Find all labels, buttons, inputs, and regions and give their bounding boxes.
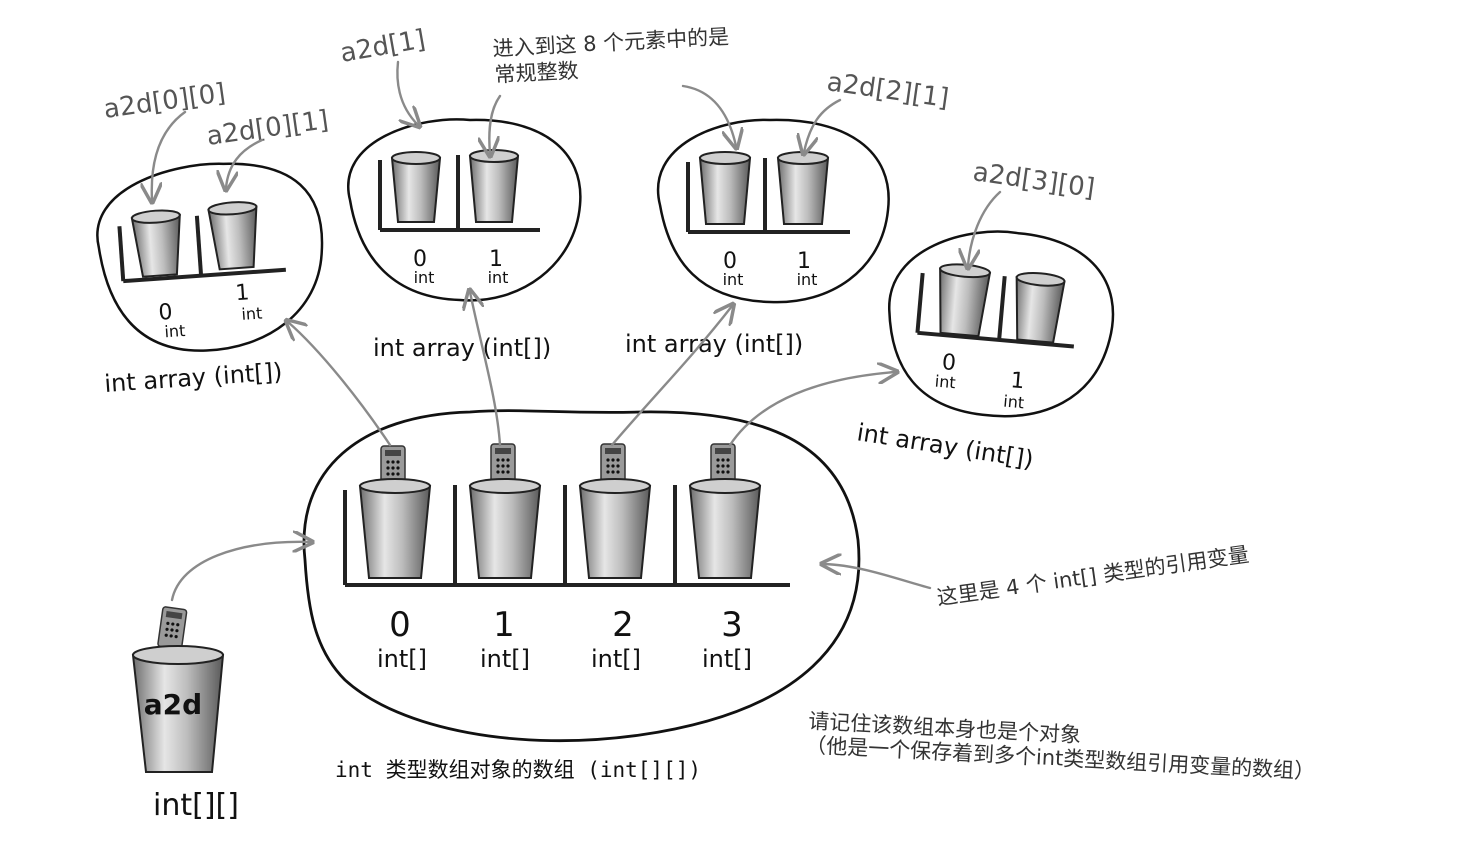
cup-icon xyxy=(698,157,752,225)
arrows xyxy=(152,60,1002,602)
type-label: int xyxy=(164,321,186,341)
arrow-callout-0-1 xyxy=(226,138,264,188)
remote-icon xyxy=(710,443,736,485)
arrow-note-eight-a xyxy=(489,94,502,154)
note-eight-elements-line1: 进入到这 8 个元素中的是 xyxy=(492,25,730,61)
outer-array: 0 int[] 1 int[] 2 int[] 3 int[] xyxy=(302,409,861,743)
type-label: int[] xyxy=(480,645,530,673)
index-label: 3 xyxy=(721,605,743,645)
int-array-2: 0 int 1 int xyxy=(656,118,890,304)
index-label: 0 xyxy=(158,300,174,326)
arrow-slot2-to-array2 xyxy=(610,306,732,447)
note-eight-elements-line2: 常规整数 xyxy=(494,59,579,87)
cup-icon xyxy=(468,485,542,579)
variable-name: a2d xyxy=(144,688,202,721)
cup-icon xyxy=(358,485,432,579)
arrow-note-four-refs xyxy=(824,564,932,590)
note-four-refs: 这里是 4 个 int[] 类型的引用变量 xyxy=(935,542,1250,610)
index-label: 0 xyxy=(389,605,411,645)
type-label: int[] xyxy=(377,645,427,673)
outer-slot-2: 2 int[] xyxy=(578,443,652,673)
index-label: 1 xyxy=(493,605,515,645)
callout-a2d-0-0: a2d[0][0] xyxy=(102,78,228,125)
arrow-slot3-to-array3 xyxy=(728,372,895,447)
type-label: int xyxy=(414,268,435,287)
cup-icon xyxy=(939,267,992,338)
arrow-callout-1 xyxy=(396,60,418,125)
remote-icon xyxy=(156,605,188,651)
cup-icon xyxy=(776,157,830,225)
int-array-2-title: int array (int[]) xyxy=(625,330,803,358)
int-array-3-blob xyxy=(888,230,1115,418)
cup-icon xyxy=(468,155,520,223)
variable-type: int[][] xyxy=(153,788,239,823)
callout-a2d-0-1: a2d[0][1] xyxy=(205,105,331,152)
arrow-callout-0-0 xyxy=(152,110,187,200)
a2d-variable: a2d int[][] xyxy=(131,605,239,823)
arrow-a2d-to-outer xyxy=(170,542,310,602)
arrow-slot0-to-array0 xyxy=(288,322,392,447)
cup-icon xyxy=(130,213,181,278)
callout-a2d-3-0: a2d[3][0] xyxy=(971,157,1097,204)
index-label: 1 xyxy=(235,280,251,306)
remote-icon xyxy=(490,443,516,485)
index-label: 1 xyxy=(1010,368,1026,394)
index-label: 0 xyxy=(723,249,737,274)
type-label: int xyxy=(797,270,818,289)
type-label: int xyxy=(1003,392,1025,413)
outer-array-blob xyxy=(302,409,861,743)
int-array-3: 0 int 1 int xyxy=(888,230,1115,418)
int-array-0: 0 int 1 int xyxy=(96,162,324,352)
int-array-3-title: int array (int[]) xyxy=(855,418,1035,474)
cup-icon xyxy=(688,485,762,579)
cup-icon xyxy=(1015,276,1066,344)
int-array-0-blob xyxy=(96,162,324,352)
cup-icon xyxy=(578,485,652,579)
type-label: int xyxy=(241,304,263,324)
type-label: int[] xyxy=(702,645,752,673)
type-label: int xyxy=(934,372,956,393)
index-label: 0 xyxy=(941,350,957,376)
index-label: 2 xyxy=(612,605,634,645)
int-array-1-title: int array (int[]) xyxy=(373,334,551,362)
cup-icon xyxy=(390,157,442,223)
index-label: 1 xyxy=(489,247,503,272)
int-array-1-blob xyxy=(347,118,582,302)
index-label: 0 xyxy=(413,247,427,272)
remote-icon xyxy=(600,443,626,485)
callout-a2d-1: a2d[1] xyxy=(338,24,428,68)
int-array-2-blob xyxy=(656,118,890,304)
int-array-0-title: int array (int[]) xyxy=(103,358,283,398)
callout-a2d-2-1: a2d[2][1] xyxy=(825,67,951,114)
arrow-note-eight-b xyxy=(681,84,736,146)
type-label: int[] xyxy=(591,645,641,673)
type-label: int xyxy=(488,268,509,287)
arrow-callout-3-0 xyxy=(968,190,1002,266)
outer-slot-1: 1 int[] xyxy=(468,443,542,673)
type-label: int xyxy=(723,270,744,289)
arrow-slot1-to-array1 xyxy=(470,292,502,447)
outer-array-caption: int 类型数组对象的数组 (int[][]) xyxy=(335,758,701,782)
cup-icon xyxy=(207,205,258,271)
int-array-1: 0 int 1 int xyxy=(347,118,582,302)
index-label: 1 xyxy=(797,249,811,274)
outer-slot-0: 0 int[] xyxy=(358,445,432,673)
outer-slot-3: 3 int[] xyxy=(688,443,762,673)
arrow-callout-2-1 xyxy=(804,98,842,152)
